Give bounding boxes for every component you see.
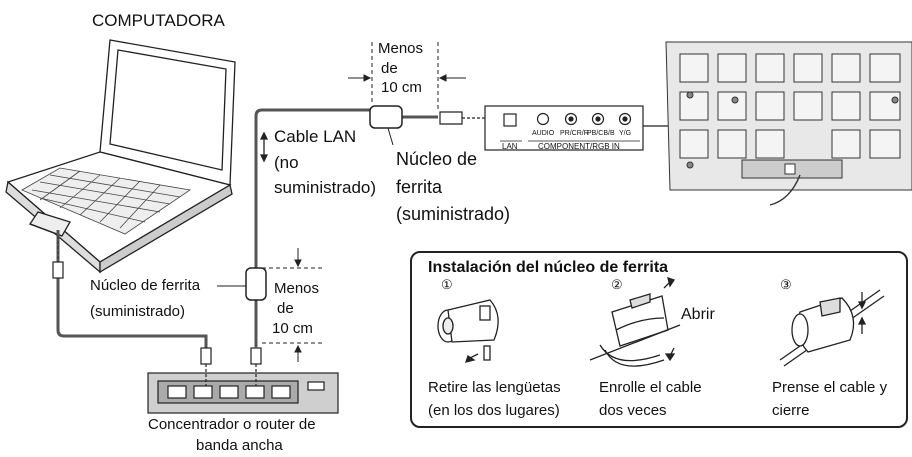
ferrite-step3-icon (779, 289, 885, 367)
lan-cable (254, 108, 438, 348)
step1-number: ① (441, 277, 453, 292)
step1-text-2: (en los dos lugares) (428, 402, 560, 419)
open-label: Abrir (681, 306, 715, 323)
step2-text-2: dos veces (599, 402, 667, 419)
panel-pb-label: PB/CB/B (587, 130, 615, 137)
panel-component-label: COMPONENT/RGB IN (538, 142, 620, 151)
laptop-icon (5, 39, 236, 274)
ferrite-top-label-2: ferrita (396, 177, 443, 197)
ferrite-core-icon (245, 105, 403, 301)
cable-lan-note-1: (no (274, 153, 299, 172)
computer-label: COMPUTADORA (92, 11, 225, 30)
lan-plug (439, 111, 508, 125)
panel-lan-label: LAN (502, 142, 518, 151)
ferrite-left-supplied: (suministrado) (90, 303, 186, 320)
hub-label-1: Concentrador o router de (148, 416, 316, 433)
step1-text-1: Retire las lengüetas (428, 379, 561, 396)
ferrite-install-box (410, 251, 908, 428)
hub-label-2: banda ancha (196, 437, 283, 454)
distance-top-menos: Menos (378, 40, 424, 57)
distance-left-menos: Menos (274, 280, 320, 297)
ferrite-step1-icon (437, 299, 499, 363)
step3-text-2: cierre (772, 402, 810, 419)
step2-number: ② (611, 277, 623, 292)
hub-icon (147, 364, 339, 414)
ferrite-top-label-1: Núcleo de (396, 149, 478, 169)
input-panel (484, 105, 644, 151)
cable-lan-note-2: suministrado) (274, 178, 377, 197)
ferrite-left-label: Núcleo de ferrita (90, 277, 201, 294)
distance-left-value: 10 cm (272, 320, 313, 337)
step3-text-1: Prense el cable y (772, 379, 888, 396)
panel-yg-label: Y/G (619, 130, 632, 137)
install-title: Instalación del núcleo de ferrita (428, 259, 669, 276)
step2-text-1: Enrolle el cable (599, 379, 702, 396)
panel-pr-label: PR/CR/R (560, 130, 589, 137)
display-back-icon (665, 41, 912, 206)
cable-lan-label: Cable LAN (274, 127, 357, 146)
distance-left-de: de (277, 300, 294, 317)
ferrite-top-label-3: (suministrado) (396, 204, 511, 224)
ferrite-step2-icon (589, 277, 681, 367)
distance-top-value: 10 cm (381, 79, 422, 96)
distance-top-de: de (381, 60, 398, 77)
step3-number: ③ (780, 277, 792, 292)
panel-audio-label: AUDIO (532, 130, 555, 137)
